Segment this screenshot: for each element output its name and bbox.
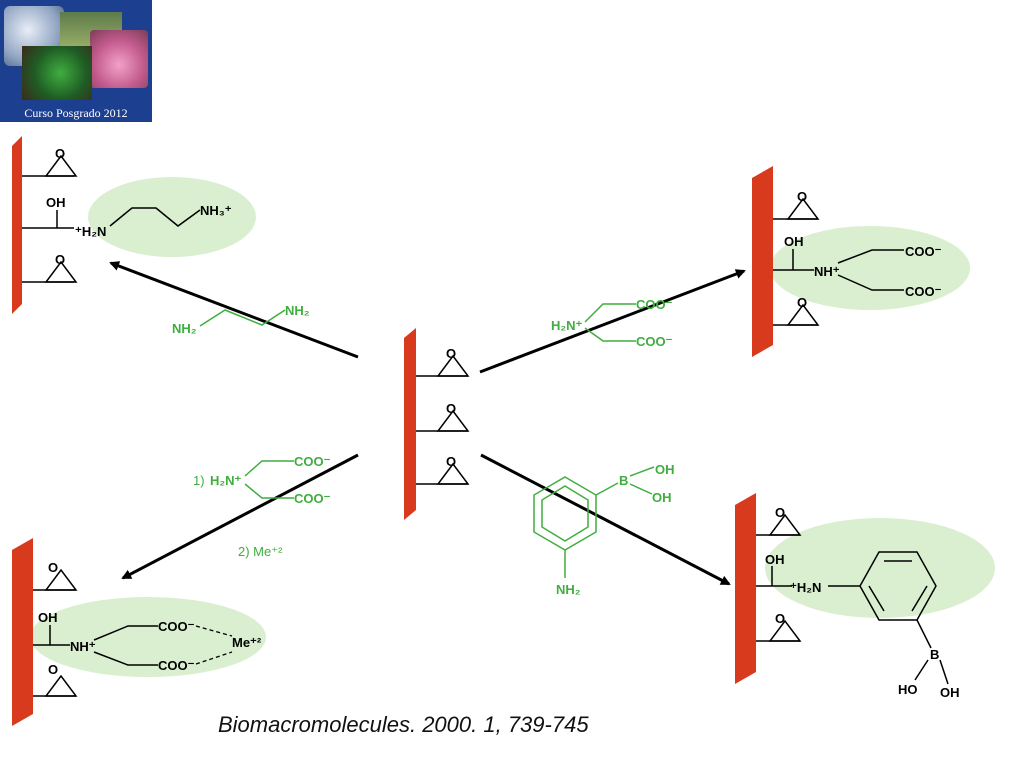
reagent-ida-metal-lower-arm (244, 483, 294, 499)
arrow-to-top-left (109, 261, 359, 359)
reagent-ida-lower-arm (584, 327, 636, 342)
center-epoxide-o-2: O (446, 401, 456, 416)
product-chelate-coo-lower: COO⁻ (158, 658, 195, 673)
product-chelate-coordination (195, 625, 233, 665)
product-amino-epoxide-o-upper: O (55, 146, 65, 161)
reagent-ida-metal-coo-lower: COO⁻ (294, 491, 331, 506)
support-bar-top-right (752, 166, 773, 357)
highlight-boronate (765, 518, 995, 618)
highlight-metal-chelate (30, 597, 266, 677)
reagent-boronate-nh2: NH₂ (556, 582, 581, 597)
product-boronate-ho: HO (898, 682, 918, 697)
product-amino-oh: OH (46, 195, 66, 210)
reagent-boronate-ring (533, 466, 655, 578)
product-ida-nh: NH⁺ (814, 264, 840, 279)
reagent-ethylenediamine-chain (199, 309, 286, 327)
arrow-to-top-right (479, 269, 746, 374)
product-chelate-coo-upper: COO⁻ (158, 619, 195, 634)
product-chelate-nh: NH⁺ (70, 639, 96, 654)
product-chelate-epoxide-o-lower: O (48, 662, 58, 677)
product-ida-bonds (773, 197, 904, 326)
reagent-boronate-oh-lower: OH (652, 490, 672, 505)
reagent-ida-metal-amine: H₂N⁺ (210, 473, 242, 488)
product-chelate-metal: Me⁺² (232, 635, 262, 650)
center-epoxide-o-1: O (446, 346, 456, 361)
logo-caption: Curso Posgrado 2012 (24, 106, 128, 120)
reagent-ida-metal-upper-arm (244, 460, 294, 477)
product-boronate-oh-b: OH (940, 685, 960, 700)
product-amino-nh3: NH₃⁺ (200, 203, 232, 218)
product-boronate-oh: OH (765, 552, 785, 567)
reagent-ida-upper-arm (584, 303, 636, 323)
arrow-to-bottom-left (121, 453, 359, 580)
product-amino-epoxide-o-lower: O (55, 252, 65, 267)
reagent-ida-amine: H₂N⁺ (551, 318, 583, 333)
arrow-to-bottom-right (480, 453, 731, 586)
product-boronate-epoxide-o-upper: O (775, 505, 785, 520)
logo-flask-image (90, 30, 148, 88)
reagent-boronate-oh-upper: OH (655, 462, 675, 477)
logo-enzyme-image (22, 46, 92, 100)
product-boronate-epoxide-o-lower: O (775, 611, 785, 626)
reagent-step-2: 2) Me⁺² (238, 544, 283, 559)
product-amino-h2n: ⁺H₂N (75, 224, 106, 239)
course-logo: Curso Posgrado 2012 (0, 0, 152, 122)
reagent-ida-coo-upper: COO⁻ (636, 297, 673, 312)
center-epoxide-o-3: O (446, 454, 456, 469)
product-ida-coo-lower: COO⁻ (905, 284, 942, 299)
reagent-ethylenediamine-nh2-right: NH₂ (285, 303, 310, 318)
support-bar-bottom-right (735, 493, 756, 684)
product-ida-oh: OH (784, 234, 804, 249)
product-chelate-oh: OH (38, 610, 58, 625)
product-ida-epoxide-o-lower: O (797, 295, 807, 310)
support-bar-top-left (12, 136, 22, 314)
product-ida-coo-upper: COO⁻ (905, 244, 942, 259)
citation: Biomacromolecules. 2000. 1, 739-745 (218, 712, 589, 737)
product-ida-epoxide-o-upper: O (797, 189, 807, 204)
center-epoxides (416, 354, 470, 485)
highlight-ethylenediamine (88, 177, 256, 257)
support-bar-center (404, 328, 416, 520)
product-boronate-b: B (930, 647, 939, 662)
product-chelate-epoxide-o-upper: O (48, 560, 58, 575)
product-boronate-h2n: ⁺H₂N (790, 580, 821, 595)
support-bar-bottom-left (12, 538, 33, 726)
reagent-step-1: 1) (193, 473, 205, 488)
reagent-boronate-b: B (619, 473, 628, 488)
highlight-iminodiacetate (770, 226, 970, 310)
product-boronate-bonds (756, 513, 949, 685)
reagent-ida-metal-coo-upper: COO⁻ (294, 454, 331, 469)
product-amino-bonds (22, 154, 201, 283)
product-chelate-bonds (33, 568, 158, 697)
reagent-ethylenediamine-nh2-left: NH₂ (172, 321, 197, 336)
reagent-ida-coo-lower: COO⁻ (636, 334, 673, 349)
